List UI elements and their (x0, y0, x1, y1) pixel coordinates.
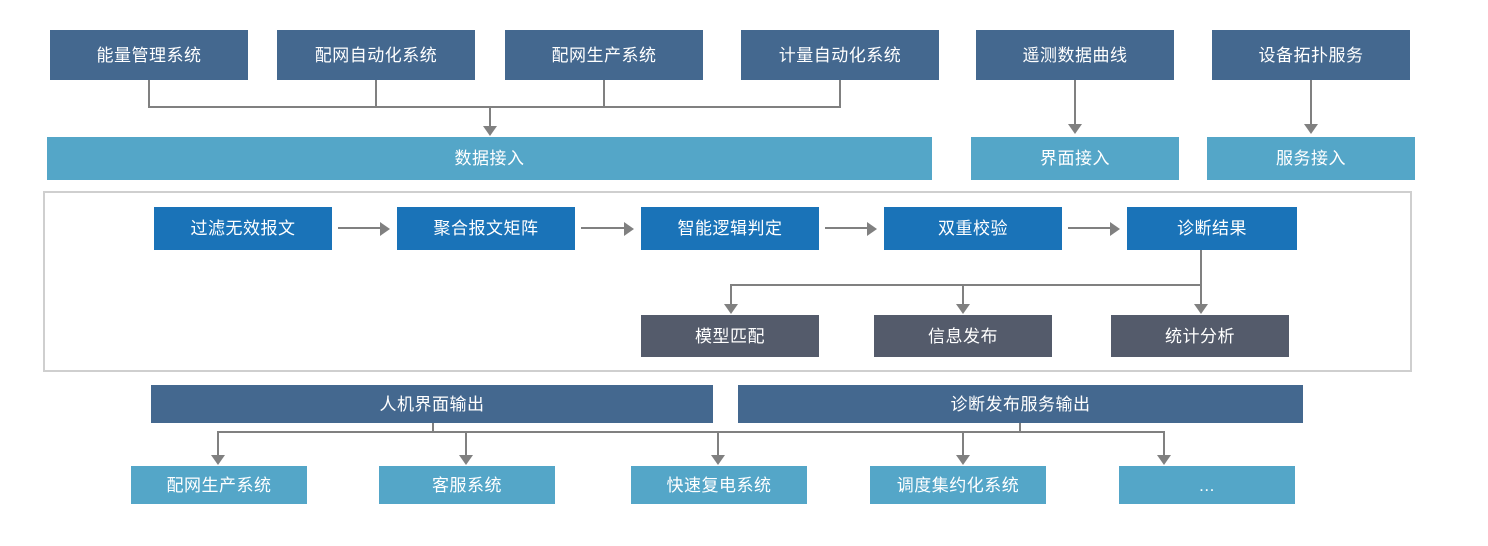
connector-results-bus (730, 284, 1202, 286)
source-box-device-topology-service[interactable]: 设备拓扑服务 (1212, 30, 1410, 80)
connector-consumer-5-stem (1163, 431, 1165, 457)
process-box-diagnosis-result[interactable]: 诊断结果 (1127, 207, 1297, 250)
arrow-pipeline-3-to-4 (867, 222, 877, 236)
arrow-into-consumer-distribution-production (211, 455, 225, 465)
arrow-into-data-access (483, 126, 497, 136)
connector-topology-drop (1310, 80, 1312, 126)
arrow-pipeline-1-to-2 (380, 222, 390, 236)
arrow-into-service-access (1304, 124, 1318, 134)
connector-source-1-drop (148, 80, 150, 108)
access-bar-data[interactable]: 数据接入 (47, 137, 932, 180)
result-box-statistical-analysis[interactable]: 统计分析 (1111, 315, 1289, 357)
connector-consumer-2-stem (465, 431, 467, 457)
arrow-pipeline-2-to-3 (624, 222, 634, 236)
source-box-telemetry-curve[interactable]: 遥测数据曲线 (976, 30, 1174, 80)
output-bar-diagnosis-publish-service[interactable]: 诊断发布服务输出 (738, 385, 1303, 423)
result-box-info-publish[interactable]: 信息发布 (874, 315, 1052, 357)
arrow-into-consumer-fast-restoration (711, 455, 725, 465)
source-box-distribution-automation[interactable]: 配网自动化系统 (277, 30, 475, 80)
connector-publish-bus (717, 431, 1165, 433)
connector-diagnosis-drop (1200, 250, 1202, 286)
access-bar-ui[interactable]: 界面接入 (971, 137, 1179, 180)
connector-consumer-3-stem (717, 431, 719, 457)
connector-source-4-drop (839, 80, 841, 108)
connector-hmi-bus (217, 431, 719, 433)
connector-data-access-stem (489, 106, 491, 128)
connector-pipeline-3-to-4 (825, 227, 869, 229)
source-box-distribution-production[interactable]: 配网生产系统 (505, 30, 703, 80)
connector-pipeline-1-to-2 (338, 227, 382, 229)
connector-source-3-drop (603, 80, 605, 108)
connector-hmi-drop (432, 423, 434, 433)
process-box-filter-invalid-messages[interactable]: 过滤无效报文 (154, 207, 332, 250)
arrow-into-ui-access (1068, 124, 1082, 134)
connector-result-3-stem (1200, 284, 1202, 306)
process-box-double-verification[interactable]: 双重校验 (884, 207, 1062, 250)
consumer-box-more[interactable]: ... (1119, 466, 1295, 504)
access-bar-service[interactable]: 服务接入 (1207, 137, 1415, 180)
connector-result-2-stem (962, 284, 964, 306)
arrow-into-consumer-dispatch-intensive (956, 455, 970, 465)
arrow-into-consumer-more (1157, 455, 1171, 465)
connector-consumer-1-stem (217, 431, 219, 457)
consumer-box-fast-restoration[interactable]: 快速复电系统 (631, 466, 807, 504)
connector-telemetry-drop (1074, 80, 1076, 126)
consumer-box-dispatch-intensive[interactable]: 调度集约化系统 (870, 466, 1046, 504)
connector-publish-drop (1019, 423, 1021, 433)
output-bar-human-machine-interface[interactable]: 人机界面输出 (151, 385, 713, 423)
consumer-box-customer-service[interactable]: 客服系统 (379, 466, 555, 504)
process-box-intelligent-logic-decision[interactable]: 智能逻辑判定 (641, 207, 819, 250)
consumer-box-distribution-production[interactable]: 配网生产系统 (131, 466, 307, 504)
connector-source-2-drop (375, 80, 377, 108)
connector-pipeline-2-to-3 (581, 227, 626, 229)
processing-panel (43, 191, 1412, 372)
arrow-into-model-matching (724, 304, 738, 314)
source-box-metering-automation[interactable]: 计量自动化系统 (741, 30, 939, 80)
source-box-energy-management[interactable]: 能量管理系统 (50, 30, 248, 80)
arrow-into-statistical-analysis (1194, 304, 1208, 314)
connector-result-1-stem (730, 284, 732, 306)
arrow-into-info-publish (956, 304, 970, 314)
connector-consumer-4-stem (962, 431, 964, 457)
arrow-pipeline-4-to-5 (1110, 222, 1120, 236)
connector-pipeline-4-to-5 (1068, 227, 1112, 229)
arrow-into-consumer-customer-service (459, 455, 473, 465)
process-box-aggregate-message-matrix[interactable]: 聚合报文矩阵 (397, 207, 575, 250)
connector-source-bus (148, 106, 841, 108)
result-box-model-matching[interactable]: 模型匹配 (641, 315, 819, 357)
